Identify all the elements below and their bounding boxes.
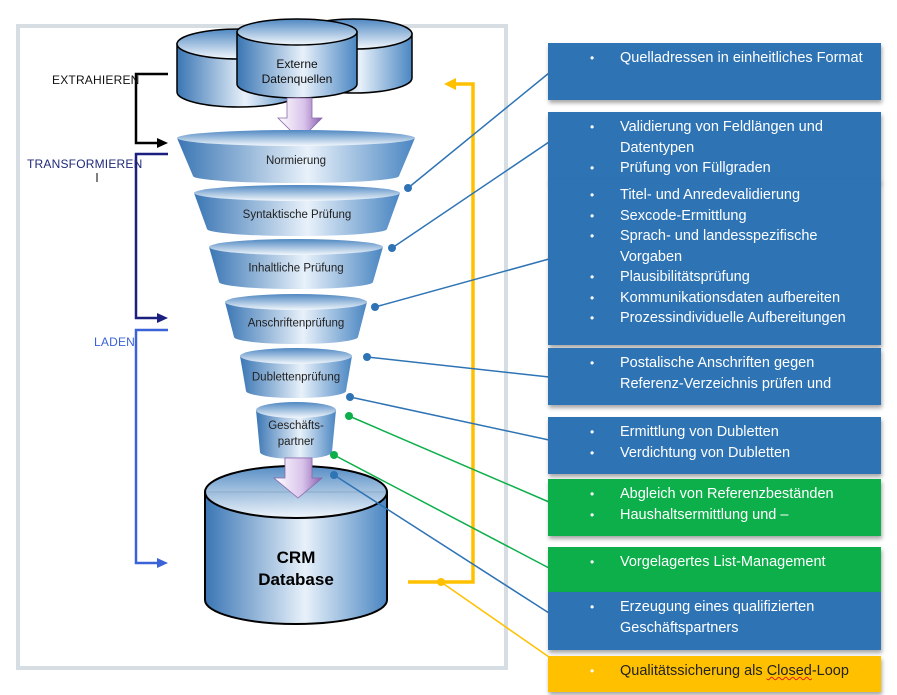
connector-dot bbox=[346, 393, 354, 401]
info-box-item: Vorgelagertes List-Management bbox=[590, 552, 871, 573]
info-box-list: Abgleich von ReferenzbeständenHaushaltse… bbox=[590, 484, 871, 525]
funnel-stage: Syntaktische Prüfung bbox=[194, 185, 400, 236]
funnel-stage-label: Anschriftenprüfung bbox=[248, 318, 345, 330]
info-box-list: Erzeugung eines qualifizierten Geschäfts… bbox=[590, 597, 871, 638]
info-box-item: Qualitätssicherung als Closed-Loop bbox=[590, 661, 871, 682]
connector-line bbox=[374, 258, 550, 308]
connector-dot bbox=[363, 353, 371, 361]
funnel-stage: Inhaltliche Prüfung bbox=[209, 239, 383, 289]
info-box-item: Prüfung von Füllgraden bbox=[590, 158, 871, 179]
info-box: Quelladressen in einheitliches Format bbox=[548, 43, 881, 100]
info-box: Abgleich von ReferenzbeständenHaushaltse… bbox=[548, 479, 881, 536]
info-box-item: Erzeugung eines qualifizierten Geschäfts… bbox=[590, 597, 871, 638]
funnel-stage-label: Dublettenprüfung bbox=[252, 372, 340, 384]
info-box-list: Validierung von Feldlängen und Datentype… bbox=[590, 117, 871, 179]
info-box-item: Sprach- und landesspezifische Vorgaben bbox=[590, 226, 871, 267]
info-box-list: Qualitätssicherung als Closed-Loop bbox=[590, 661, 871, 682]
phase-load-label: LADEN bbox=[94, 335, 136, 349]
connector-line bbox=[366, 356, 550, 378]
funnel-stage: Dublettenprüfung bbox=[240, 348, 352, 398]
info-box: Postalische Anschriften gegen Referenz-V… bbox=[548, 348, 881, 405]
connector-dot bbox=[388, 244, 396, 252]
info-box-item: Haushaltsermittlung und – bbox=[590, 505, 871, 526]
flow-arrow-down-icon bbox=[277, 97, 323, 141]
info-box-item: Postalische Anschriften gegen Referenz-V… bbox=[590, 353, 871, 394]
connector-dot bbox=[345, 412, 353, 420]
crm-label-1: CRM bbox=[277, 548, 316, 567]
info-box-item: Ermittlung von Dubletten bbox=[590, 422, 871, 443]
info-box-list: Quelladressen in einheitliches Format bbox=[590, 48, 871, 69]
closed-loop-line bbox=[408, 78, 550, 658]
info-box: Ermittlung von DublettenVerdichtung von … bbox=[548, 417, 881, 474]
info-box: Qualitätssicherung als Closed-Loop bbox=[548, 656, 881, 692]
info-box-item: Verdichtung von Dubletten bbox=[590, 443, 871, 464]
source-db-label-2: Datenquellen bbox=[262, 72, 333, 86]
source-database-group: Externe Datenquellen bbox=[176, 18, 413, 108]
crm-database: CRM Database bbox=[204, 457, 388, 625]
info-box-list: Vorgelagertes List-Management bbox=[590, 552, 871, 573]
funnel-stage-label: partner bbox=[278, 436, 315, 448]
funnel-stage-label: Syntaktische Prüfung bbox=[243, 209, 352, 221]
connector-dot bbox=[330, 451, 338, 459]
load-bracket bbox=[134, 328, 168, 568]
connector-line bbox=[333, 474, 550, 614]
info-box: Titel- und AnredevalidierungSexcode-Ermi… bbox=[548, 180, 881, 345]
funnel-stage: Normierung bbox=[177, 130, 415, 183]
crm-label-2: Database bbox=[258, 570, 334, 589]
transform-bracket bbox=[134, 152, 168, 323]
info-box: Erzeugung eines qualifizierten Geschäfts… bbox=[548, 592, 881, 650]
info-box-item: Sexcode-Ermittlung bbox=[590, 206, 871, 227]
info-box: Vorgelagertes List-Management bbox=[548, 547, 881, 592]
source-db-label-1: Externe bbox=[276, 57, 318, 71]
source-db-front: Externe Datenquellen bbox=[236, 18, 358, 99]
connector-line bbox=[391, 141, 550, 249]
spellcheck-underlined-word: Closed bbox=[766, 663, 812, 679]
extract-bracket bbox=[134, 72, 168, 148]
connector-dot bbox=[330, 471, 338, 479]
info-box-item: Prozessindividuelle Aufbereitungen bbox=[590, 308, 871, 329]
connector-line bbox=[349, 396, 550, 441]
connector-dot bbox=[404, 184, 412, 192]
connectors bbox=[330, 72, 550, 614]
info-box-item: Kommunikationsdaten aufbereiten bbox=[590, 288, 871, 309]
info-box-list: Postalische Anschriften gegen Referenz-V… bbox=[590, 353, 871, 394]
funnel-stage-label: Normierung bbox=[266, 155, 326, 167]
phase-transform-label: TRANSFORMIEREN bbox=[27, 157, 143, 171]
connector-line bbox=[407, 72, 550, 189]
info-box-item: Quelladressen in einheitliches Format bbox=[590, 48, 871, 69]
info-box-item: Plausibilitätsprüfung bbox=[590, 267, 871, 288]
connector-line bbox=[333, 454, 550, 569]
funnel-stage-label: Inhaltliche Prüfung bbox=[248, 263, 343, 275]
info-box-item: Validierung von Feldlängen und Datentype… bbox=[590, 117, 871, 158]
info-box-list: Titel- und AnredevalidierungSexcode-Ermi… bbox=[590, 185, 871, 329]
connector-line bbox=[348, 415, 550, 503]
info-box-list: Ermittlung von DublettenVerdichtung von … bbox=[590, 422, 871, 463]
info-box-item: Titel- und Anredevalidierung bbox=[590, 185, 871, 206]
info-box-item: Abgleich von Referenzbeständen bbox=[590, 484, 871, 505]
funnel-stage: Anschriftenprüfung bbox=[225, 294, 367, 344]
funnel-stage-label: Geschäfts- bbox=[268, 420, 324, 432]
funnel-stage: Geschäfts-partner bbox=[256, 402, 336, 459]
info-box: Validierung von Feldlängen und Datentype… bbox=[548, 112, 881, 182]
phase-extract-label: EXTRAHIEREN bbox=[52, 73, 140, 87]
connector-dot bbox=[371, 303, 379, 311]
